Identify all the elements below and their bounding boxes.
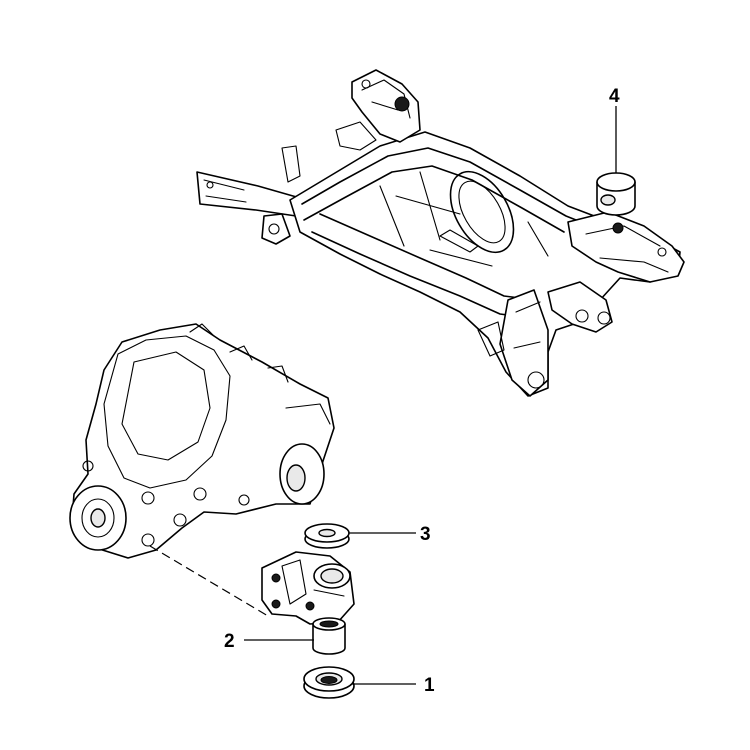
callout-4: 4 [609,86,620,107]
washer-3 [304,523,350,549]
differential-housing [69,323,335,559]
alignment-dashed-line [149,545,269,617]
callout-1: 1 [424,675,435,696]
callout-2: 2 [224,631,235,652]
bushing-2 [312,617,346,655]
washer-1 [303,666,355,699]
rear-subframe [196,69,685,397]
diff-mount-bracket [261,551,355,625]
callout-3: 3 [420,524,431,545]
bushing-4 [596,172,636,216]
